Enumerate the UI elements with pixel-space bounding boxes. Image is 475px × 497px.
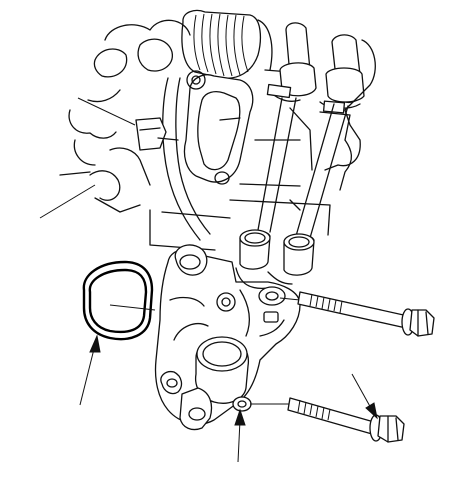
callout-o-ring-arrow bbox=[80, 336, 100, 405]
callout-housing-arrow bbox=[235, 410, 245, 462]
callout-bolt-arrow bbox=[352, 374, 377, 418]
upper-bolt bbox=[280, 292, 434, 336]
o-ring bbox=[84, 262, 155, 339]
engine-block bbox=[40, 10, 375, 250]
hoses bbox=[258, 98, 348, 238]
lower-bolt bbox=[250, 398, 404, 442]
thermostat-housing bbox=[156, 230, 315, 430]
